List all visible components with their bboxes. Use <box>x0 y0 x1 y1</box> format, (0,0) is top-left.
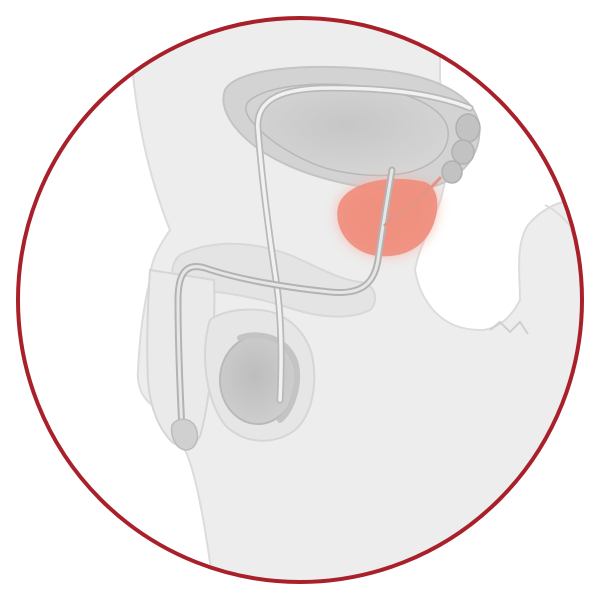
glans <box>170 418 199 451</box>
vas-deferens <box>254 84 474 404</box>
epididymis <box>237 332 300 423</box>
frame-ring <box>16 16 584 584</box>
urethra <box>174 166 396 434</box>
seminal-vesicles <box>441 113 481 184</box>
coccyx <box>489 320 529 335</box>
ejaculatory-duct <box>383 176 442 227</box>
